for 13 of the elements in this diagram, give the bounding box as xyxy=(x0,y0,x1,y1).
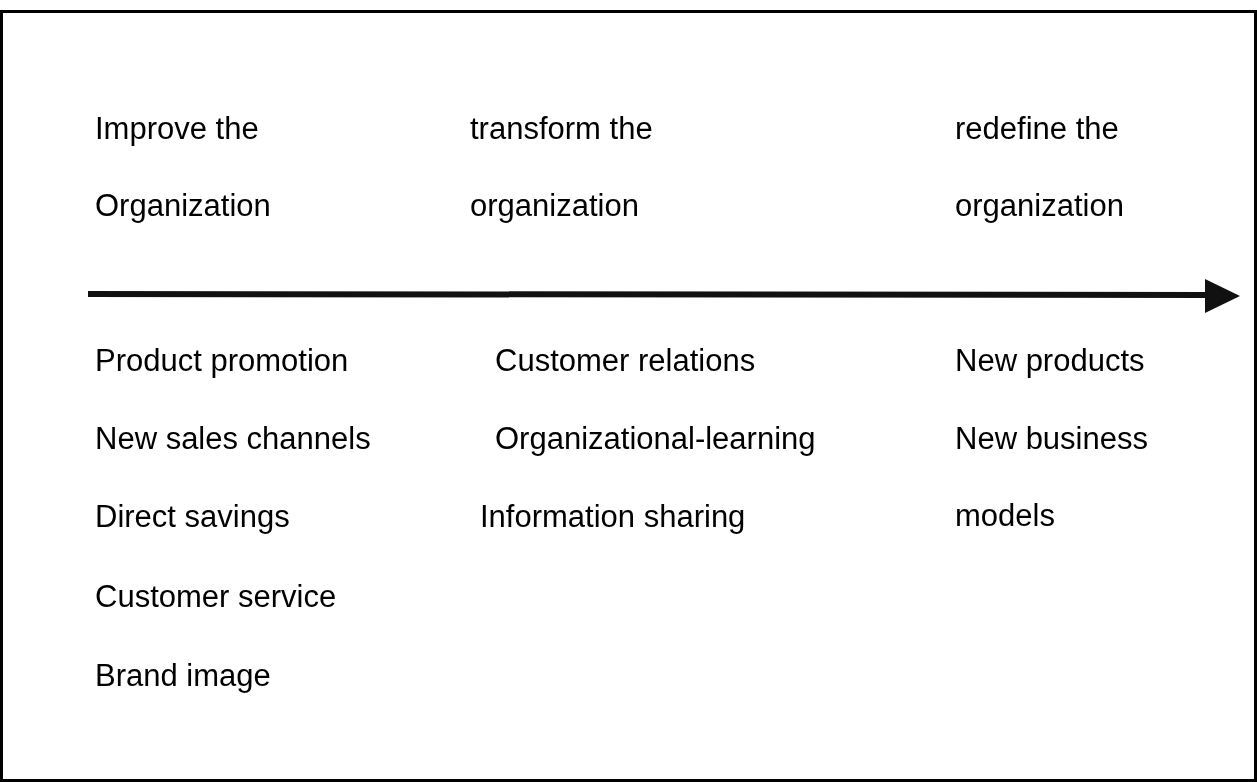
benefit-item: Customer relations xyxy=(495,342,756,380)
benefit-item: New sales channels xyxy=(95,420,371,458)
benefit-item: New business models xyxy=(955,420,1149,535)
benefit-item: Product promotion xyxy=(95,342,349,380)
benefit-item: Information sharing xyxy=(480,498,746,536)
benefit-item: Organizational-learning xyxy=(495,420,816,458)
benefit-item: Direct savings xyxy=(95,498,290,536)
stage-heading: redefine the organization xyxy=(955,110,1125,225)
benefit-item: New products xyxy=(955,342,1145,380)
benefit-item: Customer service xyxy=(95,578,337,616)
stage-heading: transform the organization xyxy=(470,110,654,225)
benefit-item: Brand image xyxy=(95,657,271,695)
stage-heading: Improve the Organization xyxy=(95,110,272,225)
